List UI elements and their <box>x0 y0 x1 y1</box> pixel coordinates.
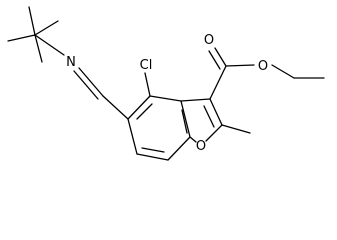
bond-furan-double <box>203 105 215 128</box>
bond-carbonyl-double-a <box>214 47 227 67</box>
atom-label-nitrogen: N <box>66 55 76 70</box>
bond-carbonyl-double-b <box>208 50 221 70</box>
chemical-structure-diagram: N Cl O O O <box>7 6 325 161</box>
bond-imine-n-ch <box>78 67 104 97</box>
bond-imine-double <box>73 70 99 100</box>
bond-c3-carbonyl <box>209 65 227 100</box>
bond-tbu-methyl-left <box>7 34 36 42</box>
bond-tbu-methyl-bottom <box>34 34 43 63</box>
bond-ring-c3a-c7a <box>180 100 191 138</box>
atom-label-ester-oxygen: O <box>258 59 268 74</box>
bond-furan-c2-o <box>205 124 223 142</box>
bond-carbonyl-o-ester <box>225 64 255 67</box>
atom-label-carbonyl-oxygen: O <box>204 33 214 48</box>
bond-furan-c3-c2 <box>209 98 223 126</box>
bond-tbu-c-n <box>34 34 65 56</box>
bond-ring-c6-c5 <box>127 118 138 155</box>
bond-ring-double-1 <box>136 103 153 120</box>
bond-ring-c5-c4 <box>127 95 151 120</box>
bond-ring-double-3 <box>141 147 165 153</box>
bond-furan-c3a-c3 <box>180 98 211 102</box>
bond-ring-double-2 <box>181 109 188 134</box>
bond-ring-c4-c3a <box>149 95 182 102</box>
bond-ring-c7-c6 <box>136 153 169 161</box>
bond-c2-methyl <box>221 124 251 134</box>
bond-tbu-methyl-top <box>28 6 36 36</box>
bond-tbu-methyl-right <box>34 20 59 36</box>
bond-c-cl <box>144 72 151 97</box>
bond-ring-c7a-c7 <box>167 136 191 161</box>
bond-furan-o-c7a <box>189 136 197 143</box>
atom-label-furan-oxygen: O <box>196 139 206 154</box>
bond-o-ethyl <box>271 64 295 79</box>
bond-ch-ring <box>102 95 129 120</box>
atom-label-chlorine: Cl <box>140 58 153 73</box>
